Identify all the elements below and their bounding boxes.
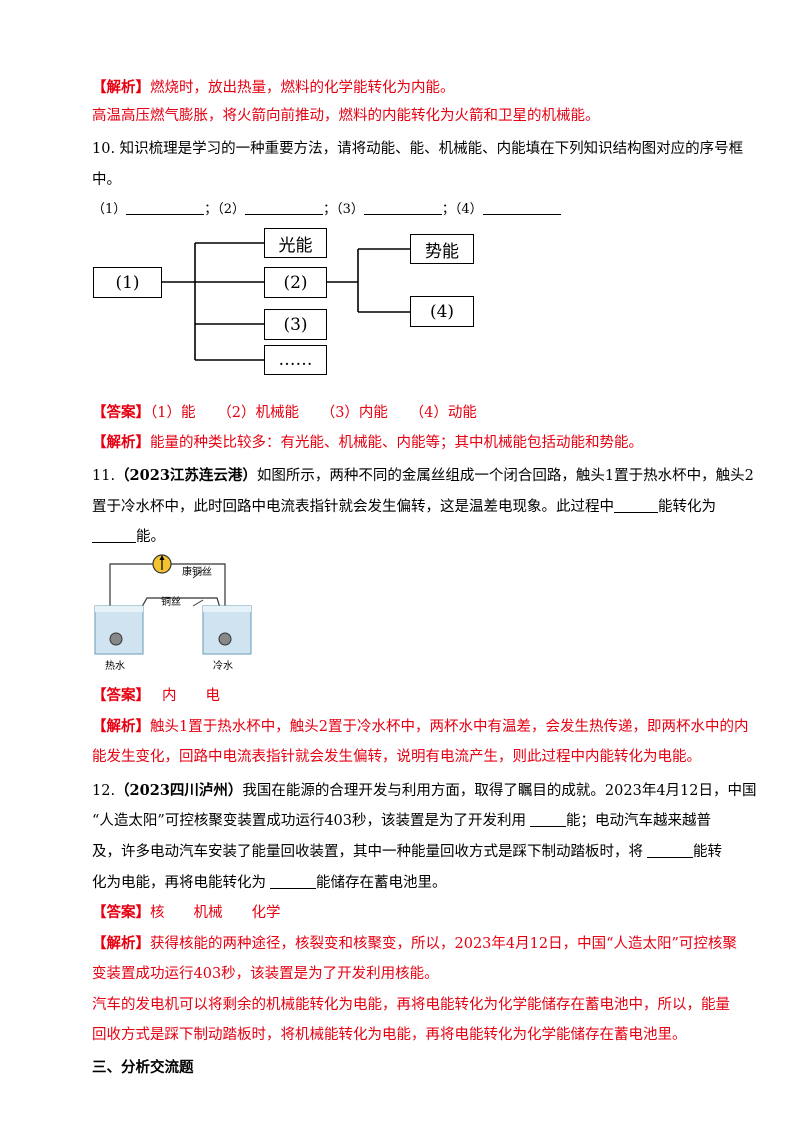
copper-wire-label: 铜丝 xyxy=(161,596,181,608)
diagram-box-3: (3) xyxy=(264,309,327,340)
q12-source: （2023四川泸州） xyxy=(115,782,243,799)
q11-answer: 【答案】内 电 xyxy=(92,687,220,704)
blank-4 xyxy=(482,200,561,215)
q12-question-line3: 及，许多电动汽车安装了能量回收装置，其中一种能量回收方式是踩下制动踏板时，将能转 xyxy=(92,843,722,860)
q10-answer: 【答案】（1）能 （2）机械能 （3）内能 （4）动能 xyxy=(92,404,477,421)
blank-3 xyxy=(363,200,442,215)
q10-diagram-connectors xyxy=(162,242,410,361)
q12-blank-3 xyxy=(270,874,316,889)
q10-blanks: （1）；（2）；（3）；（4） xyxy=(92,200,561,220)
q12-analysis-line4: 回收方式是踩下制动踏板时，将机械能转化为电能，再将电能转化为化学能储存在蓄电池里… xyxy=(92,1027,687,1043)
q11-question-line3: 能。 xyxy=(92,527,165,547)
answer-label: 【答案】 xyxy=(92,404,150,421)
blank-1 xyxy=(126,200,205,215)
q12-blank-2 xyxy=(647,843,693,858)
diagram-box-light-energy: 光能 xyxy=(264,228,327,258)
contact-2 xyxy=(218,632,232,646)
q11-analysis-line2: 能发生变化，回路中电流表指针就会发生偏转，说明有电流产生，则此过程中内能转化为电… xyxy=(92,749,701,765)
q9-analysis-line1: 【解析】燃烧时，放出热量，燃料的化学能转化为内能。 xyxy=(92,79,455,96)
q10-question-line2: 中。 xyxy=(92,172,121,188)
q11-question-line2: 置于冷水杯中，此时回路中电流表指针就会发生偏转，这是温差电现象。此过程中能转化为 xyxy=(92,498,716,515)
analysis-label: 【解析】 xyxy=(92,434,150,451)
q11-analysis-line1: 【解析】触头1置于热水杯中，触头2置于冷水杯中，两杯水中有温差，会发生热传递，即… xyxy=(92,718,749,735)
q12-analysis-line1: 【解析】获得核能的两种途径，核裂变和核聚变，所以，2023年4月12日，中国“人… xyxy=(92,935,737,952)
hot-water-label: 热水 xyxy=(105,659,125,672)
contact-1 xyxy=(109,632,123,646)
q11-blank-2 xyxy=(92,528,136,543)
cold-water-label: 冷水 xyxy=(213,659,233,672)
hot-water-cup xyxy=(94,605,144,655)
section-title: 三、分析交流题 xyxy=(92,1059,194,1076)
q12-analysis-line3: 汽车的发电机可以将剩余的机械能转化为电能，再将电能转化为化学能储存在蓄电池中，所… xyxy=(92,997,730,1013)
q12-question-line2: “人造太阳”可控核聚变装置成功运行403秒，该装置是为了开发利用能；电动汽车越来… xyxy=(92,812,711,829)
diagram-box-2: (2) xyxy=(264,267,327,298)
q11-blank-1 xyxy=(614,498,658,513)
q12-question-line1: 12.（2023四川泸州）我国在能源的合理开发与利用方面，取得了瞩目的成就。20… xyxy=(92,782,757,799)
q10-analysis: 【解析】能量的种类比较多：有光能、机械能、内能等；其中机械能包括动能和势能。 xyxy=(92,434,643,451)
diagram-box-4: (4) xyxy=(410,296,474,327)
diagram-box-potential-energy: 势能 xyxy=(410,234,474,264)
q10-question-line1: 10. 知识梳理是学习的一种重要方法，请将动能、能、机械能、内能填在下列知识结构… xyxy=(92,141,744,157)
q9-analysis-line2: 高温高压燃气膨胀，将火箭向前推动，燃料的内能转化为火箭和卫星的机械能。 xyxy=(92,108,600,124)
analysis-label: 【解析】 xyxy=(92,935,150,952)
diagram-box-1: (1) xyxy=(93,267,162,298)
q12-answer: 【答案】核 机械 化学 xyxy=(92,904,281,921)
cold-water-cup xyxy=(202,605,252,655)
constantan-wire-label: 康铜丝 xyxy=(182,565,212,578)
q12-question-line4: 化为电能，再将电能转化为能储存在蓄电池里。 xyxy=(92,874,447,891)
q11-thermocouple-figure: 康铜丝 铜丝 热水 冷水 xyxy=(94,554,252,672)
answer-label: 【答案】 xyxy=(92,904,150,921)
diagram-box-ellipsis: …… xyxy=(264,345,327,375)
q11-question-line1: 11.（2023江苏连云港）如图所示，两种不同的金属丝组成一个闭合回路，触头1置… xyxy=(92,467,754,484)
q12-analysis-line2: 变装置成功运行403秒，该装置是为了开发利用核能。 xyxy=(92,966,439,982)
blank-2 xyxy=(245,200,324,215)
q12-blank-1 xyxy=(530,812,566,827)
analysis-label: 【解析】 xyxy=(92,79,150,96)
q11-source: （2023江苏连云港） xyxy=(115,467,257,484)
analysis-label: 【解析】 xyxy=(92,718,150,735)
answer-label: 【答案】 xyxy=(92,687,150,704)
